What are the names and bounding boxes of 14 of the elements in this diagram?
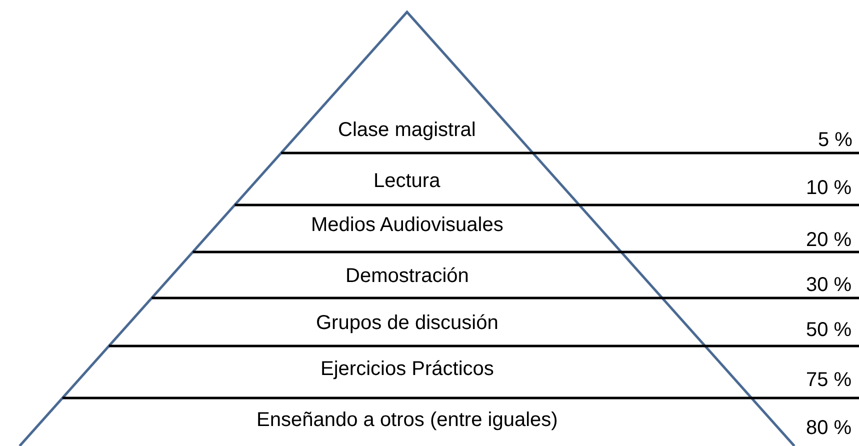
percentage-label: 20 % bbox=[806, 228, 852, 252]
pyramid-tier-label: Demostración bbox=[346, 264, 469, 288]
pyramid-tier-label: Clase magistral bbox=[338, 118, 476, 142]
percentage-label: 5 % bbox=[818, 128, 852, 152]
percentage-label: 75 % bbox=[806, 368, 852, 392]
percentage-label: 10 % bbox=[806, 176, 852, 200]
percentage-label: 50 % bbox=[806, 318, 852, 342]
percentage-label: 30 % bbox=[806, 273, 852, 297]
pyramid-tier-label: Ejercicios Prácticos bbox=[320, 357, 494, 381]
pyramid-tier-label: Medios Audiovisuales bbox=[311, 213, 504, 237]
pyramid-tier-label: Enseñando a otros (entre iguales) bbox=[256, 408, 558, 432]
pyramid-tier-label: Grupos de discusión bbox=[316, 311, 498, 335]
pyramid-tier-label: Lectura bbox=[374, 169, 440, 193]
percentage-label: 80 % bbox=[806, 416, 852, 440]
